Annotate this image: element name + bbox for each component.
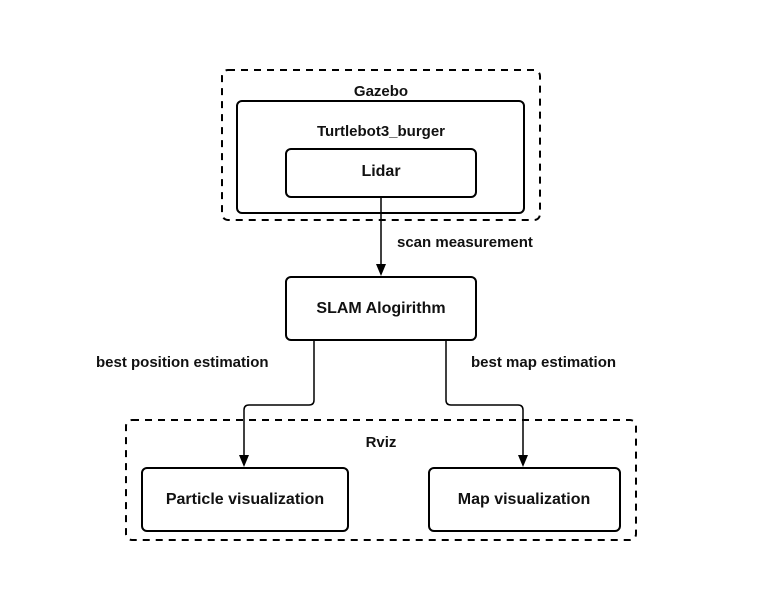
edge-best-position: best position estimation	[96, 340, 315, 467]
edge-scan-measurement: scan measurement	[376, 197, 533, 276]
lidar-node: Lidar	[285, 148, 477, 198]
lidar-label: Lidar	[361, 163, 400, 180]
particle-box	[141, 467, 349, 532]
scan-arrowhead	[376, 264, 386, 276]
best-position-label: best position estimation	[96, 354, 269, 371]
rviz-container: Rviz	[125, 419, 637, 541]
map-node: Map visualization	[428, 467, 621, 532]
rviz-label: Rviz	[366, 434, 397, 451]
position-edge-line	[243, 340, 315, 456]
rviz-border	[125, 419, 637, 541]
map-box	[428, 467, 621, 532]
slam-node: SLAM Alogirithm	[285, 276, 477, 341]
gazebo-label: Gazebo	[354, 83, 408, 100]
position-arrowhead	[239, 455, 249, 467]
scan-measurement-label: scan measurement	[397, 234, 533, 251]
map-arrowhead	[518, 455, 528, 467]
map-label: Map visualization	[458, 491, 590, 508]
particle-label: Particle visualization	[166, 491, 324, 508]
turtlebot-label: Turtlebot3_burger	[317, 123, 445, 140]
best-map-label: best map estimation	[471, 354, 616, 371]
particle-node: Particle visualization	[141, 467, 349, 532]
slam-label: SLAM Alogirithm	[316, 300, 445, 317]
slam-box	[285, 276, 477, 341]
edge-best-map: best map estimation	[445, 340, 616, 467]
map-edge-line	[445, 340, 524, 456]
